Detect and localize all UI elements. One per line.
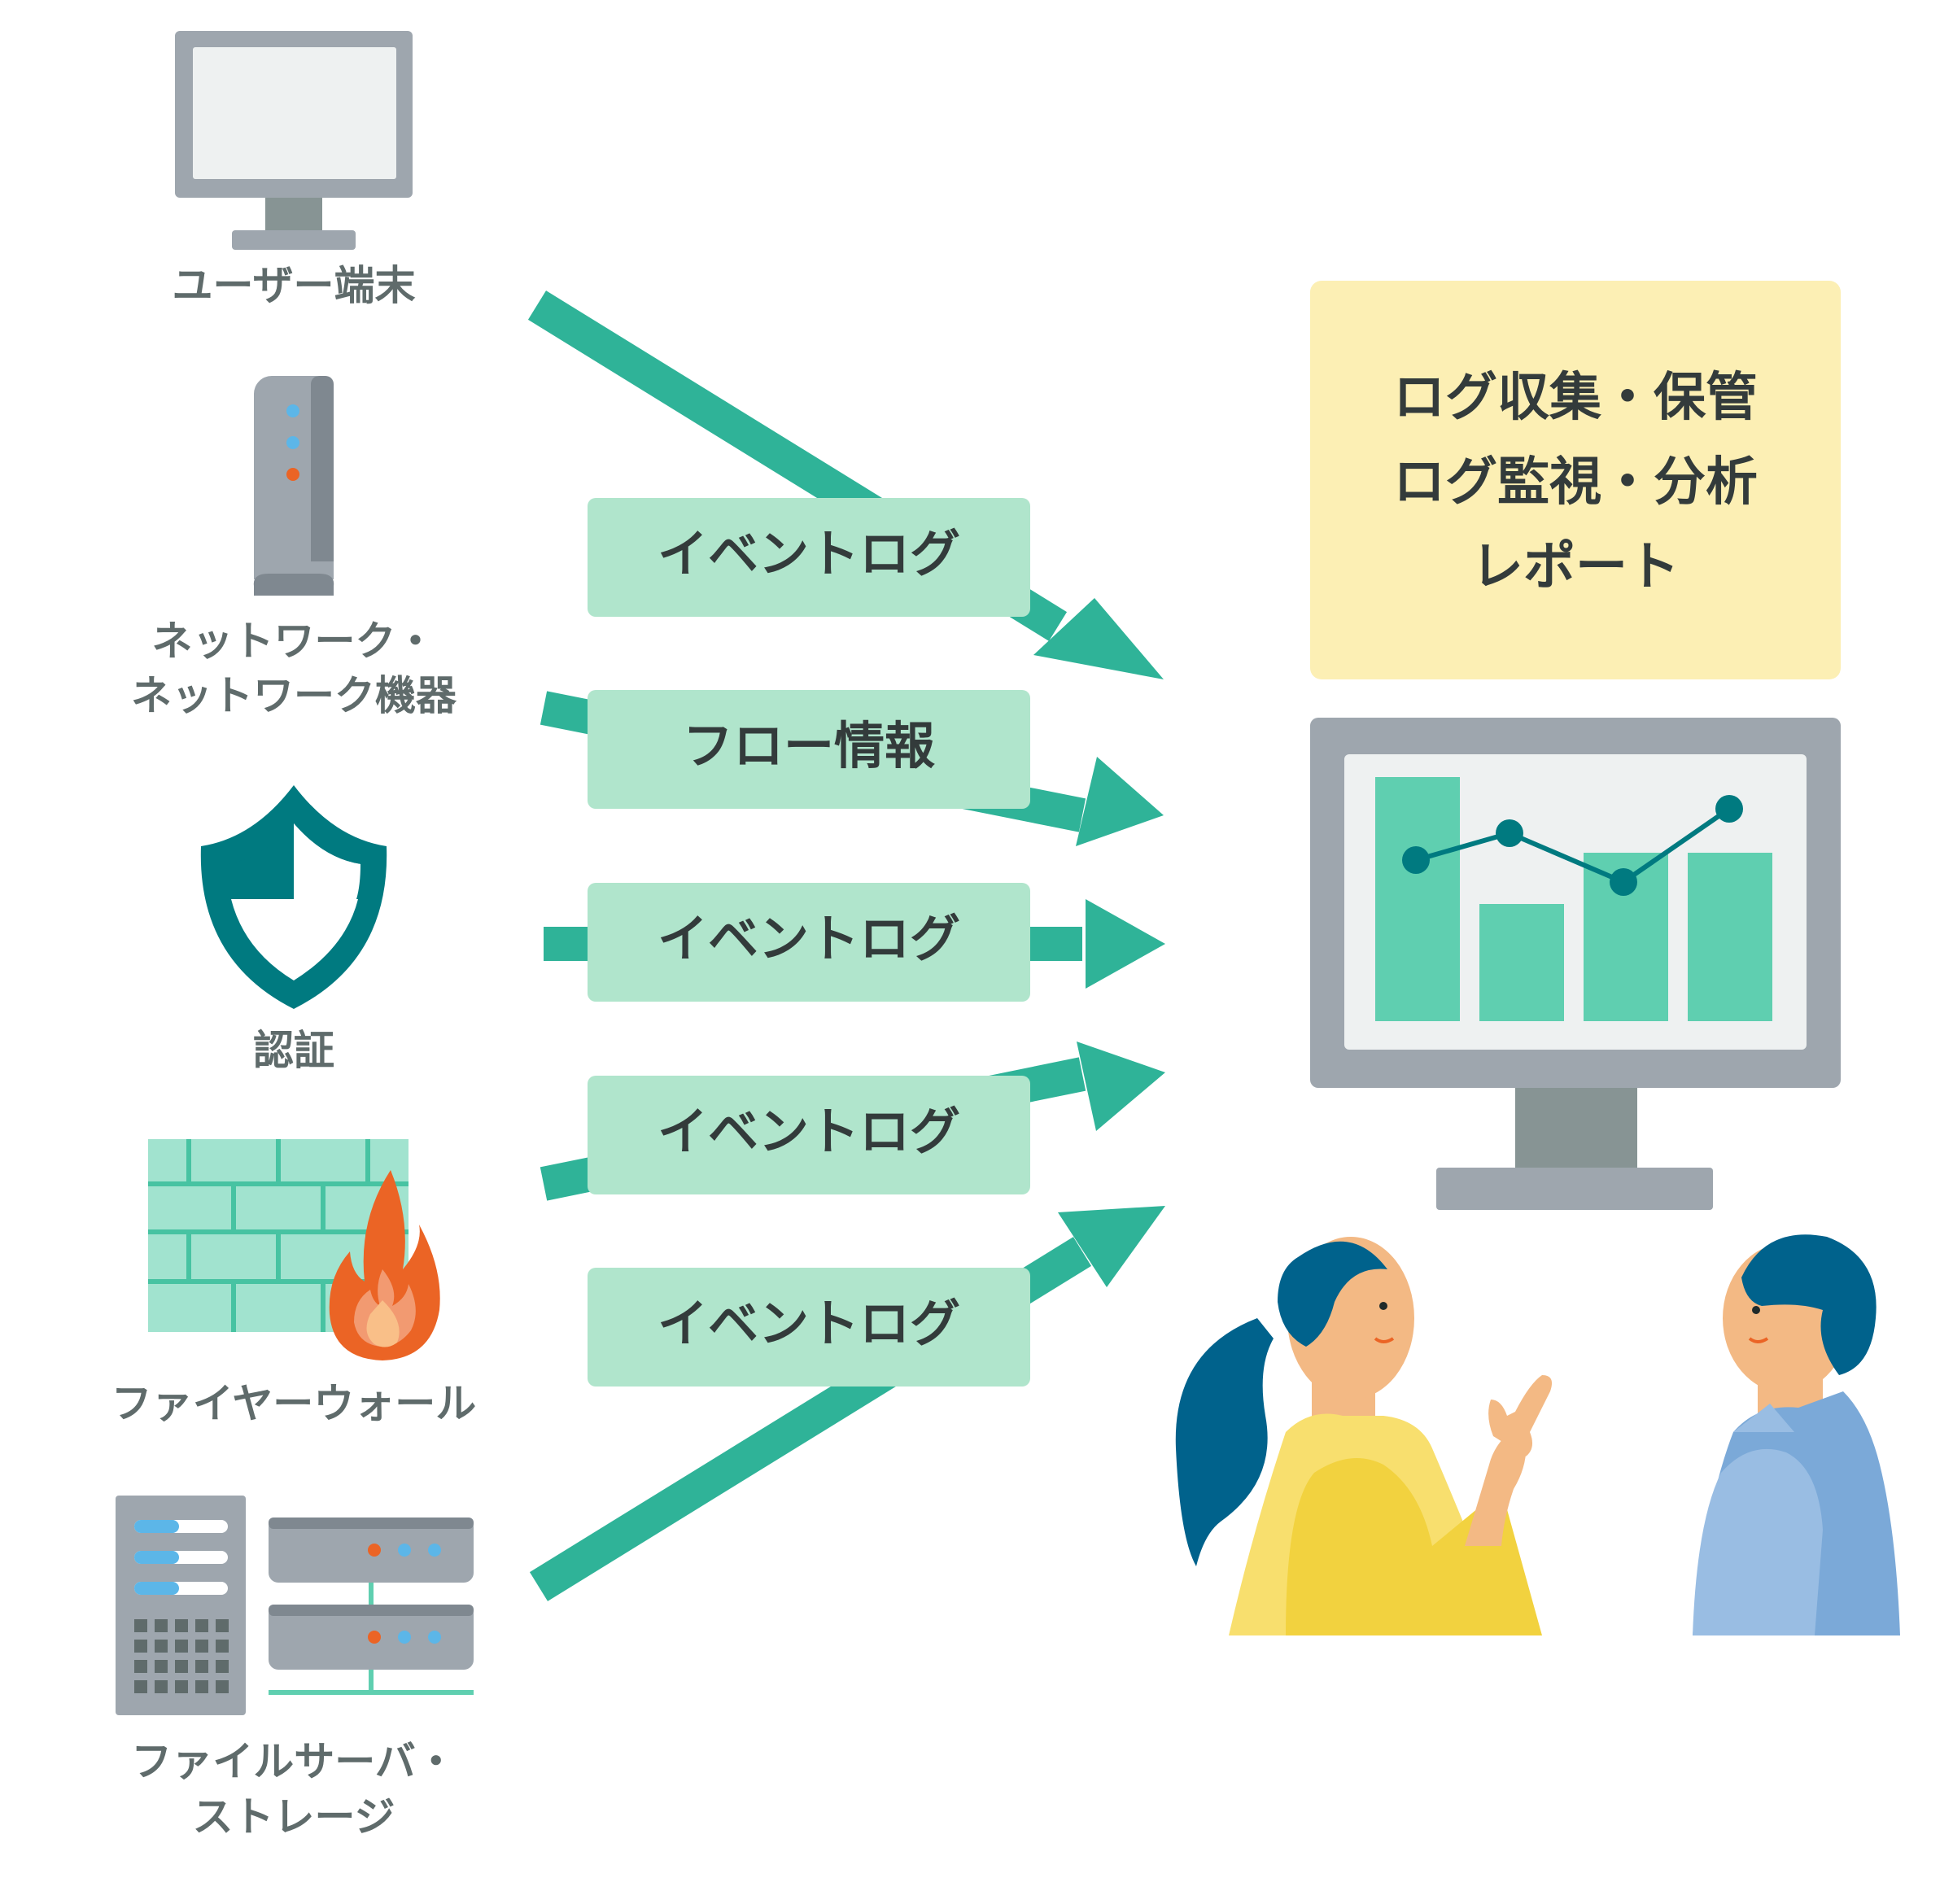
flow-arrow-2-head	[1076, 757, 1164, 846]
dashboard-bar-4	[1688, 853, 1772, 1021]
flow-badge-3: イベントログ	[588, 883, 1030, 1002]
feature-line-2: ログ監視・分析	[1393, 452, 1758, 513]
dashboard-line-point-1	[1402, 846, 1430, 874]
flow-badge-4: イベントログ	[588, 1076, 1030, 1194]
dashboard-chart-line	[1402, 795, 1743, 896]
dashboard-line-point-2	[1496, 819, 1523, 847]
flow-badge-1: イベントログ	[588, 498, 1030, 617]
firewall-icon	[148, 1139, 440, 1360]
source-label-user-terminal: ユーザー端末	[173, 262, 416, 309]
flow-badge-2-label: フロー情報	[683, 716, 935, 775]
flow-badge-3-label: イベントログ	[658, 909, 960, 968]
flow-badges: イベントログ フロー情報 イベントログ イベントログ イベントログ	[588, 498, 1030, 1387]
dashboard-line-point-3	[1610, 868, 1637, 896]
feature-line-1: ログ収集・保管	[1393, 368, 1758, 428]
desktop-monitor-icon	[175, 31, 413, 250]
source-label-server-line-1: ファイルサーバ・	[131, 1738, 457, 1785]
man-listening-icon	[1693, 1234, 1900, 1635]
dashboard-monitor-icon	[1310, 718, 1841, 1210]
dashboard-bar-1	[1375, 777, 1460, 1021]
server-storage-icon	[116, 1496, 474, 1715]
flow-badge-5: イベントログ	[588, 1268, 1030, 1387]
router-icon	[253, 376, 334, 596]
source-label-network-line-2: ネットワーク機器	[131, 672, 457, 719]
source-label-auth: 認証	[253, 1027, 334, 1074]
flow-badge-5-label: イベントログ	[658, 1294, 960, 1353]
dashboard-line-point-4	[1715, 795, 1743, 823]
flow-arrow-4-head	[1077, 1042, 1165, 1131]
feature-line-3: レポート	[1471, 537, 1680, 597]
source-label-server-line-2: ストレージ	[193, 1793, 395, 1841]
dashboard-line-series	[1415, 806, 1731, 885]
source-label-firewall: ファイヤーウォール	[111, 1380, 477, 1427]
flow-arrow-1-head	[1033, 598, 1164, 679]
flow-badge-2: フロー情報	[588, 690, 1030, 809]
source-label-network-line-1: ネットワーク・	[152, 618, 436, 665]
dashboard-bar-2	[1479, 904, 1564, 1021]
woman-pointing-icon	[1175, 1237, 1553, 1635]
flow-arrow-3-head	[1086, 899, 1165, 989]
flow-arrow-5-head	[1058, 1206, 1165, 1287]
flow-badge-1-label: イベントログ	[658, 524, 960, 583]
flow-badge-4-label: イベントログ	[658, 1102, 960, 1161]
dashboard-chart-bars	[1375, 777, 1772, 1021]
features-box: ログ収集・保管 ログ監視・分析 レポート	[1310, 281, 1841, 679]
shield-quadrants	[231, 823, 360, 980]
